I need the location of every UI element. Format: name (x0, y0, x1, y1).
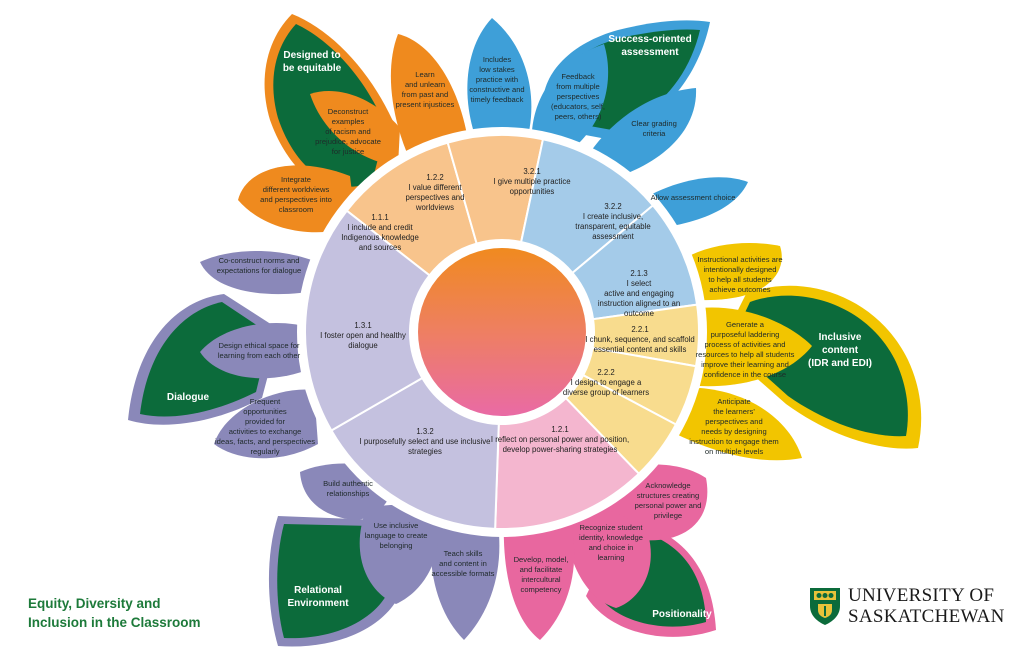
petal-feedback-perspectives (531, 44, 609, 158)
page-title: Equity, Diversity and Inclusion in the C… (28, 594, 201, 632)
university-name-line-1: UNIVERSITY OF (848, 585, 995, 606)
competency-sectors (304, 134, 700, 530)
center-circle (418, 248, 586, 416)
petal-develop-competency (503, 515, 575, 640)
university-name-line-2: SASKATCHEWAN (848, 606, 1005, 627)
petal-co-construct-norms (200, 251, 322, 295)
petal-text-assessment-choice: Allow assessment choice (651, 193, 736, 202)
university-crest-icon (810, 588, 840, 625)
petal-integrate-worldviews (238, 165, 356, 233)
petal-recognize-identity (562, 505, 651, 608)
petal-deconstruct-racism (310, 91, 400, 166)
category-dialogue: Dialogue (167, 392, 210, 403)
petal-teach-skills (430, 515, 500, 640)
university-name: UNIVERSITY OF SASKATCHEWAN (848, 585, 1005, 627)
page-title-line-2: Inclusion in the Classroom (28, 615, 201, 630)
petal-learn-unlearn (390, 34, 468, 160)
category-positionality: Positionality (652, 609, 712, 620)
petal-inclusive-language (359, 505, 439, 604)
petal-low-stakes-practice (467, 18, 532, 144)
petal-anticipate-needs (660, 388, 802, 461)
page-title-line-1: Equity, Diversity and (28, 596, 161, 611)
petal-ethical-space (200, 322, 312, 379)
university-logo: UNIVERSITY OF SASKATCHEWAN (806, 584, 1006, 630)
petal-frequent-opportunities (214, 389, 318, 459)
